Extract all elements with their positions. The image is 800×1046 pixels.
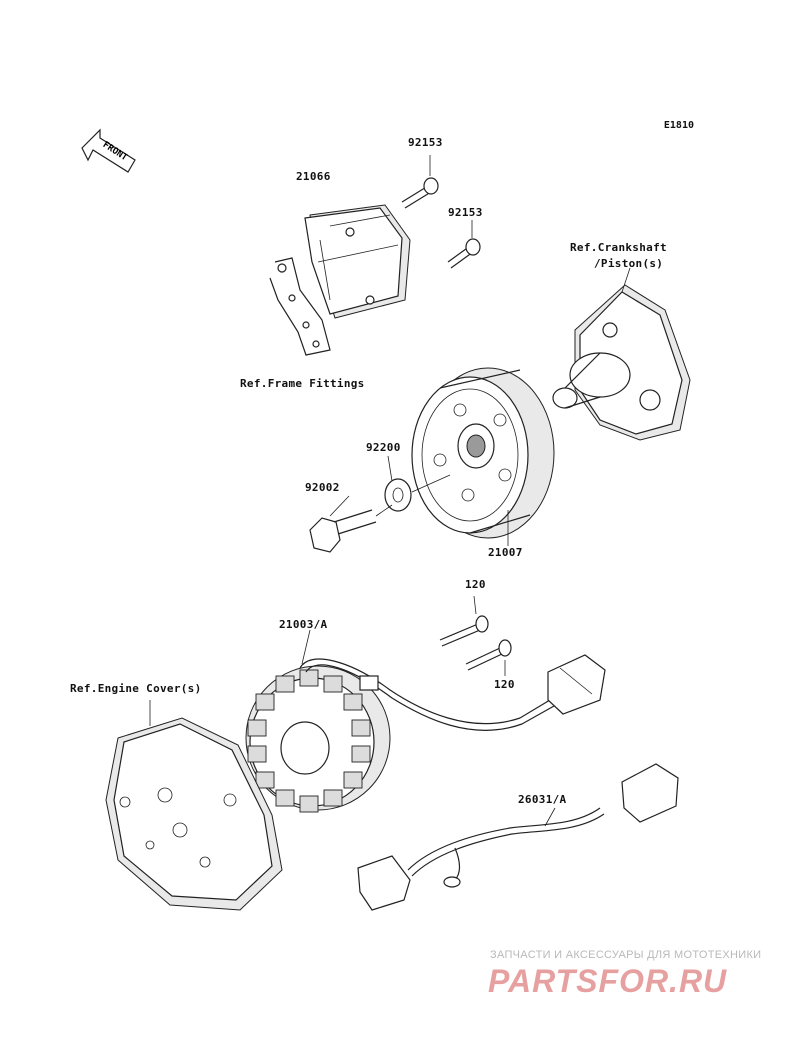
label-26031a: 26031/A	[518, 793, 567, 806]
bolt-92153-mid	[447, 220, 481, 269]
label-21066: 21066	[296, 170, 331, 183]
label-92153-top: 92153	[408, 136, 443, 149]
diagram-code: E1810	[663, 120, 694, 131]
engine-cover-reference	[105, 700, 283, 911]
label-92002: 92002	[305, 481, 340, 494]
crankshaft-reference	[552, 267, 691, 441]
label-92200: 92200	[366, 441, 401, 454]
washer-92200	[384, 455, 451, 512]
label-ref-piston: /Piston(s)	[594, 257, 664, 270]
label-ref-frame-fittings: Ref.Frame Fittings	[240, 377, 365, 390]
label-ref-engine-cover: Ref.Engine Cover(s)	[70, 682, 202, 695]
bolt-120-bottom	[465, 639, 512, 676]
front-arrow-icon: FRONT	[81, 128, 136, 173]
bolt-92002	[309, 495, 393, 553]
label-21007: 21007	[488, 546, 523, 559]
watermark-logo: PARTSFOR.RU	[488, 963, 728, 999]
label-21003a: 21003/A	[279, 618, 328, 631]
bolt-92153-top	[401, 155, 439, 209]
bolt-120-top	[439, 595, 489, 647]
rotor-21007	[411, 367, 555, 546]
label-120-top: 120	[465, 578, 486, 591]
lead-26031a	[357, 763, 679, 911]
watermark-subtitle: ЗАПЧАСТИ И АКСЕССУАРЫ ДЛЯ МОТОТЕХНИКИ	[490, 949, 762, 961]
label-120-bottom: 120	[494, 678, 515, 691]
label-92153-mid: 92153	[448, 206, 483, 219]
stator-21003a	[245, 629, 606, 813]
label-ref-crankshaft: Ref.Crankshaft	[570, 241, 667, 254]
regulator-rectifier-21066	[269, 204, 411, 356]
